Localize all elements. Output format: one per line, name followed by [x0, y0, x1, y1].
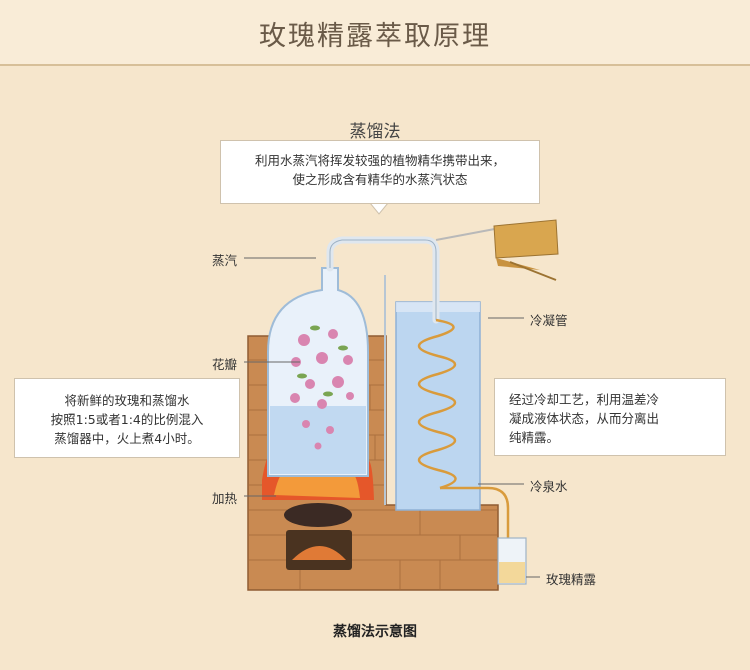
diagram-caption: 蒸馏法示意图 [333, 624, 417, 640]
condenser-tank [395, 301, 481, 511]
right-callout-line-3: 纯精露。 [509, 430, 560, 445]
feed-box [493, 219, 559, 281]
right-callout-line-2: 凝成液体状态，从而分离出 [509, 411, 660, 426]
page-header: 玫瑰精露萃取原理 [0, 0, 750, 66]
label-petals: 花瓣 [212, 357, 238, 372]
method-title: 蒸馏法 [349, 122, 401, 142]
label-condenser: 冷凝管 [530, 313, 568, 328]
label-steam: 蒸汽 [212, 253, 238, 268]
callout-pointer [368, 202, 390, 215]
top-callout-line-2: 使之形成含有精华的水蒸汽状态 [292, 172, 468, 187]
label-cold-water: 冷泉水 [530, 479, 568, 494]
right-callout: 经过冷却工艺，利用温差冷 凝成液体状态，从而分离出 纯精露。 [494, 378, 726, 456]
top-callout-line-1: 利用水蒸汽将挥发较强的植物精华携带出来， [254, 153, 505, 168]
top-callout: 利用水蒸汽将挥发较强的植物精华携带出来， 使之形成含有精华的水蒸汽状态 [220, 140, 540, 204]
left-callout-line-1: 将新鲜的玫瑰和蒸馏水 [64, 393, 190, 408]
label-hydrosol: 玫瑰精露 [546, 572, 597, 587]
label-heating: 加热 [212, 491, 238, 506]
distillation-flask [267, 267, 369, 477]
left-callout-line-3: 蒸馏器中，火上煮4小时。 [54, 431, 200, 446]
condenser-coil [417, 318, 510, 540]
rose-petals [290, 329, 354, 450]
collection-beaker [497, 537, 527, 585]
left-callout-line-2: 按照1:5或者1:4的比例混入 [50, 412, 204, 427]
right-callout-line-1: 经过冷却工艺，利用温差冷 [509, 392, 660, 407]
page-title: 玫瑰精露萃取原理 [259, 21, 491, 52]
left-callout: 将新鲜的玫瑰和蒸馏水 按照1:5或者1:4的比例混入 蒸馏器中，火上煮4小时。 [14, 378, 240, 458]
